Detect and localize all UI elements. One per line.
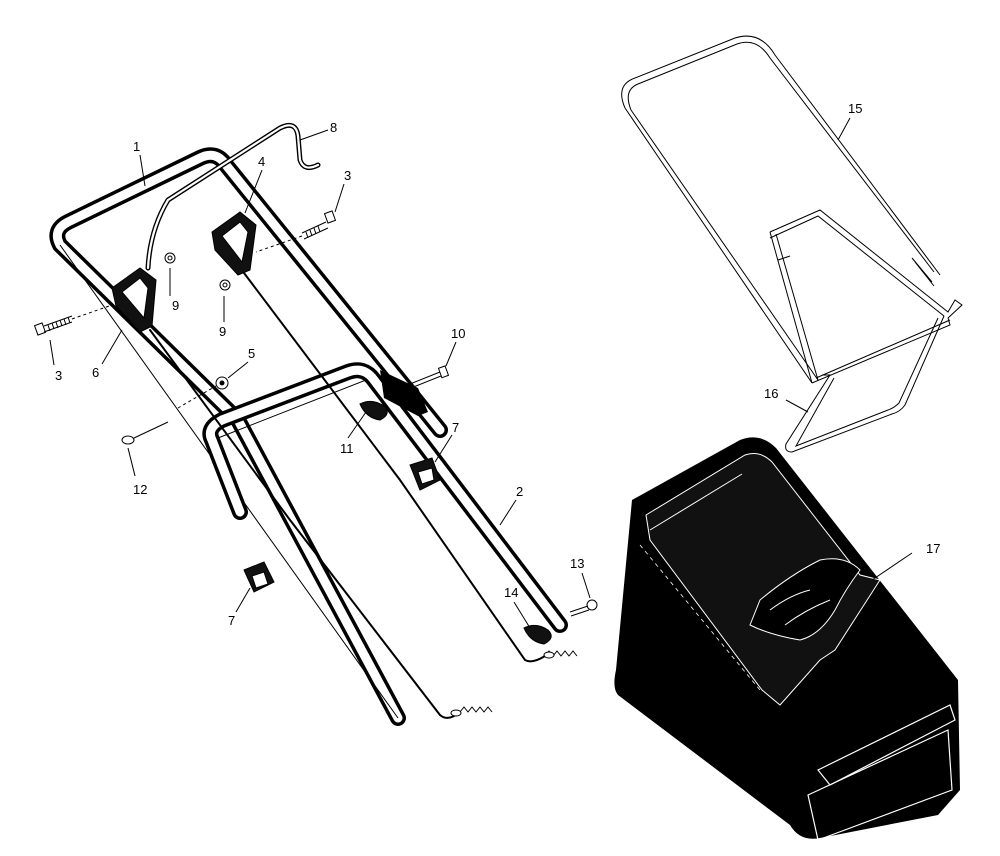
callout-17: 17 bbox=[926, 541, 940, 556]
callout-12: 12 bbox=[133, 482, 147, 497]
callout-1: 1 bbox=[133, 139, 140, 154]
callout-15: 15 bbox=[848, 101, 862, 116]
callout-10: 10 bbox=[451, 326, 465, 341]
callout-14: 14 bbox=[504, 585, 518, 600]
callout-7-upper: 7 bbox=[452, 420, 459, 435]
callout-11: 11 bbox=[340, 441, 354, 456]
callout-7-lower: 7 bbox=[228, 613, 235, 628]
callout-9-right: 9 bbox=[219, 324, 226, 339]
control-housing-left bbox=[111, 267, 157, 333]
callout-3-right: 3 bbox=[344, 168, 351, 183]
callout-3-left: 3 bbox=[55, 368, 62, 383]
control-housing-right bbox=[211, 211, 257, 276]
grass-bag bbox=[614, 437, 960, 841]
callout-13: 13 bbox=[570, 556, 584, 571]
callout-6: 6 bbox=[92, 365, 99, 380]
callout-2: 2 bbox=[516, 484, 523, 499]
callout-9-left: 9 bbox=[172, 298, 179, 313]
callout-4: 4 bbox=[258, 154, 265, 169]
callout-5: 5 bbox=[248, 346, 255, 361]
callout-16: 16 bbox=[764, 386, 778, 401]
control-cables bbox=[149, 264, 578, 719]
callout-8: 8 bbox=[330, 120, 337, 135]
lower-handle bbox=[202, 362, 568, 633]
bag-frame bbox=[621, 35, 963, 453]
control-bar bbox=[145, 122, 321, 271]
hardware bbox=[33, 210, 598, 645]
callout-leaders bbox=[49, 117, 913, 629]
callout-labels: 1 2 3 3 4 5 6 7 7 8 9 9 10 11 12 13 14 1… bbox=[55, 101, 940, 628]
